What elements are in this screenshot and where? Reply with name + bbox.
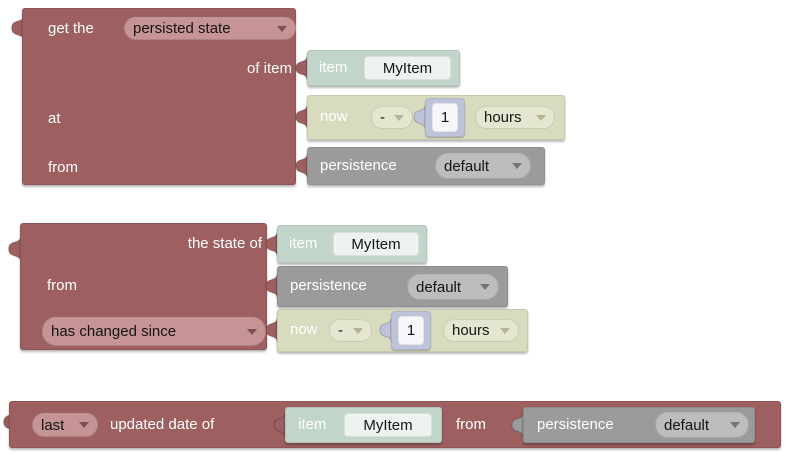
- persistence-service-dropdown[interactable]: default: [435, 153, 531, 179]
- block-body-get-persisted-state[interactable]: get the persisted state of item at from: [22, 8, 296, 185]
- item-name: MyItem: [363, 416, 413, 434]
- time-unit-dropdown[interactable]: hours: [475, 106, 555, 129]
- block-label: of item: [246, 60, 292, 77]
- datetime-now-block[interactable]: now - 1 hours: [277, 309, 528, 352]
- item-block[interactable]: item MyItem: [307, 50, 460, 86]
- dropdown-value: persisted state: [133, 20, 231, 37]
- has-changed-since-dropdown[interactable]: has changed since: [42, 317, 266, 346]
- persistence-label: persistence: [320, 157, 397, 174]
- dropdown-arrow-icon: [480, 284, 490, 290]
- operator-value: -: [380, 109, 385, 126]
- dropdown-arrow-icon: [394, 114, 404, 121]
- persistence-service-dropdown[interactable]: default: [655, 412, 749, 438]
- dropdown-arrow-icon: [247, 328, 257, 335]
- input-connector-icon: [265, 231, 277, 257]
- unit-value: hours: [484, 109, 522, 126]
- block-label: at: [48, 110, 61, 127]
- item-name: MyItem: [382, 59, 433, 77]
- input-connector-icon: [511, 412, 523, 438]
- block-label: updated date of: [110, 416, 215, 433]
- dropdown-arrow-icon: [353, 327, 363, 334]
- persistence-label: persistence: [537, 416, 614, 433]
- persisted-state-dropdown[interactable]: persisted state: [124, 17, 296, 40]
- operator-dropdown[interactable]: -: [329, 319, 372, 342]
- dropdown-arrow-icon: [79, 422, 89, 428]
- item-name: MyItem: [351, 235, 401, 253]
- number-value: 1: [406, 322, 416, 339]
- block-state-has-changed[interactable]: the state of from has changed since item…: [5, 223, 550, 355]
- block-body-state-has-changed[interactable]: the state of from has changed since: [20, 223, 267, 350]
- block-get-persisted-state[interactable]: get the persisted state of item at from …: [8, 8, 588, 188]
- time-unit-dropdown[interactable]: hours: [443, 319, 519, 342]
- dropdown-value: has changed since: [51, 323, 177, 340]
- number-field[interactable]: 1: [432, 103, 458, 132]
- input-connector-icon: [413, 104, 425, 130]
- item-block[interactable]: item MyItem: [285, 407, 442, 443]
- item-block[interactable]: item MyItem: [277, 225, 427, 263]
- input-connector-icon: [295, 153, 307, 179]
- input-connector-icon: [265, 317, 277, 343]
- persistence-block[interactable]: persistence default: [307, 147, 545, 185]
- block-label: the state of: [187, 235, 262, 252]
- block-label: from: [48, 159, 78, 176]
- number-value: 1: [440, 109, 450, 126]
- service-value: default: [416, 278, 462, 296]
- input-connector-icon: [295, 104, 307, 130]
- input-connector-icon: [379, 317, 391, 343]
- operator-value: -: [338, 322, 343, 339]
- block-label: get the: [48, 20, 94, 37]
- input-connector-icon: [273, 412, 285, 438]
- service-value: default: [444, 157, 490, 175]
- item-name-field[interactable]: MyItem: [364, 56, 451, 80]
- item-name-field[interactable]: MyItem: [344, 413, 432, 437]
- input-connector-icon: [265, 273, 277, 299]
- operator-dropdown[interactable]: -: [371, 106, 413, 129]
- persistence-block[interactable]: persistence default: [523, 407, 755, 443]
- input-connector-icon: [295, 55, 307, 81]
- datetime-now-block[interactable]: now - 1 hours: [307, 95, 565, 140]
- service-value: default: [664, 416, 710, 434]
- dropdown-arrow-icon: [500, 327, 510, 334]
- item-name-field[interactable]: MyItem: [333, 232, 419, 256]
- dropdown-arrow-icon: [730, 422, 740, 428]
- block-label: from: [47, 277, 77, 294]
- block-last-updated-date[interactable]: last updated date of item MyItem from pe…: [0, 401, 790, 453]
- dropdown-arrow-icon: [536, 114, 546, 121]
- dropdown-arrow-icon: [277, 25, 287, 32]
- output-connector-icon: [8, 235, 21, 263]
- item-label: item: [319, 59, 348, 76]
- unit-value: hours: [452, 322, 490, 339]
- number-field[interactable]: 1: [398, 316, 424, 345]
- now-label: now: [320, 108, 348, 125]
- dropdown-value: last: [41, 416, 65, 434]
- persistence-label: persistence: [290, 277, 367, 294]
- item-label: item: [298, 416, 327, 433]
- dropdown-arrow-icon: [512, 163, 522, 169]
- last-dropdown[interactable]: last: [32, 413, 98, 437]
- block-label: from: [456, 416, 486, 433]
- now-label: now: [290, 321, 318, 338]
- number-block[interactable]: 1: [391, 311, 431, 350]
- persistence-service-dropdown[interactable]: default: [407, 274, 499, 300]
- persistence-block[interactable]: persistence default: [277, 266, 508, 307]
- number-block[interactable]: 1: [425, 98, 465, 137]
- item-label: item: [289, 235, 318, 252]
